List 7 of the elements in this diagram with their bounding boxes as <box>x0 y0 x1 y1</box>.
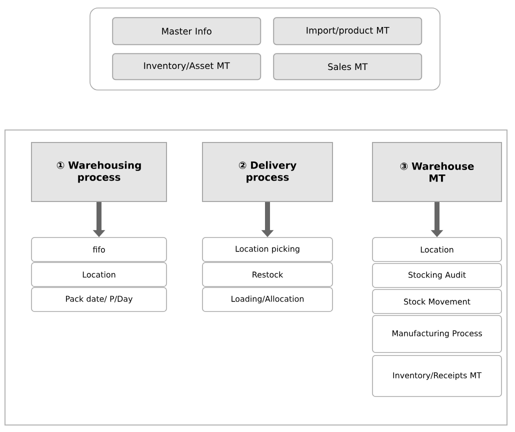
process-header-box: ② Delivery process <box>202 142 333 202</box>
process-header-box: ③ Warehouse MT <box>372 142 502 202</box>
label-box: Sales MT <box>273 53 422 80</box>
label-box: Inventory/Asset MT <box>112 53 262 80</box>
process-header-box: ① Warehousing process <box>31 142 167 202</box>
label-box: Master Info <box>112 17 262 46</box>
label-box: Import/product MT <box>273 17 422 46</box>
